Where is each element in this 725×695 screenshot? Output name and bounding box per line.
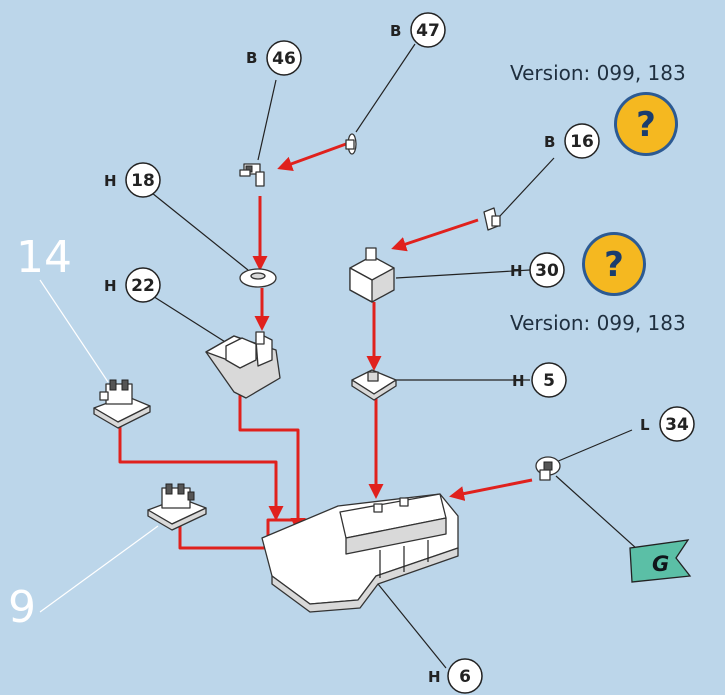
question-badge-icon[interactable]: ? [614,92,678,156]
label-h30: H 30 [510,252,565,288]
flag-g-icon: G [629,539,692,583]
label-letter: B [544,133,555,151]
part-h5 [351,369,397,401]
question-glyph: ? [604,245,624,285]
step-number-14: 14 [16,232,72,283]
question-glyph: ? [636,105,656,145]
part-h6-base [261,493,459,613]
label-letter: B [390,22,401,40]
label-letter: H [428,668,441,686]
label-number: 22 [131,276,155,296]
label-number: 16 [570,132,594,152]
label-number: 47 [416,21,440,41]
part-step-9-assembly [147,483,207,531]
part-b16 [483,207,501,231]
label-letter: H [104,277,117,295]
label-letter: H [512,372,525,390]
version-note-middle: Version: 099, 183 [510,311,686,335]
label-h6: H 6 [428,658,483,694]
label-h5: H 5 [512,362,567,398]
label-number: 30 [535,261,559,281]
label-b46: B 46 [246,40,302,76]
assembly-arrows [118,142,533,559]
part-h30 [349,247,395,303]
step-number-9: 9 [8,582,36,633]
step-14-leader [39,279,109,383]
step-9-leader [39,525,159,613]
leader-lines [147,43,637,669]
label-b16: B 16 [544,123,600,159]
label-b47: B 47 [390,12,446,48]
label-h22: H 22 [104,267,161,303]
label-number: 46 [272,49,296,69]
part-b46 [239,163,265,187]
part-h18 [239,268,277,288]
part-b47 [345,133,357,155]
label-number: 5 [543,371,555,391]
label-letter: L [640,416,650,434]
label-letter: H [104,172,117,190]
label-h18: H 18 [104,162,161,198]
label-letter: H [510,262,523,280]
part-step-14-assembly [93,379,151,429]
part-h22 [205,331,281,399]
label-l34: L 34 [640,406,695,442]
label-number: 6 [459,667,471,687]
label-number: 18 [131,171,155,191]
part-l34 [535,456,561,481]
label-number: 34 [665,415,689,435]
version-note-top: Version: 099, 183 [510,61,686,85]
flag-label: G [652,552,669,576]
question-badge-icon[interactable]: ? [582,232,646,296]
label-letter: B [246,49,257,67]
